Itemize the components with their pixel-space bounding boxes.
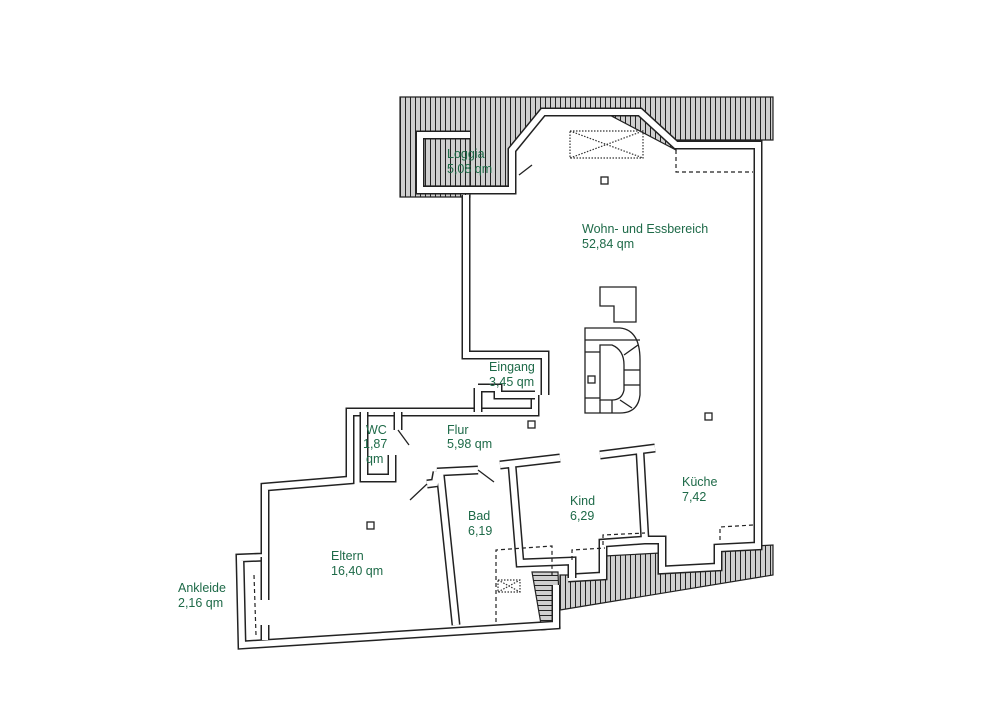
room-area-wc: 1,87 (363, 437, 387, 451)
dashed-outlines (253, 130, 754, 636)
door-swings (397, 164, 533, 501)
room-area-wohn: 52,84 qm (582, 237, 634, 251)
columns (366, 176, 713, 530)
room-label-eingang: Eingang (489, 360, 535, 374)
interior-walls (260, 383, 667, 640)
outer-walls (235, 107, 763, 650)
staircase (584, 286, 641, 414)
room-area-kueche: 7,42 (682, 490, 706, 504)
room-label-kueche: Küche (682, 475, 717, 489)
room-label-wc: WC (366, 423, 387, 437)
room-unit-wc: qm (366, 452, 383, 466)
room-area-loggia: 5,08 qm (447, 162, 492, 176)
room-label-ankleide: Ankleide (178, 581, 226, 595)
room-area-flur: 5,98 qm (447, 437, 492, 451)
room-area-bad: 6,19 (468, 524, 492, 538)
room-label-wohn: Wohn- und Essbereich (582, 222, 708, 236)
room-area-kind: 6,29 (570, 509, 594, 523)
room-label-eltern: Eltern (331, 549, 364, 563)
room-label-kind: Kind (570, 494, 595, 508)
room-label-bad: Bad (468, 509, 490, 523)
room-area-eltern: 16,40 qm (331, 564, 383, 578)
room-area-eingang: 3,45 qm (489, 375, 534, 389)
room-area-ankleide: 2,16 qm (178, 596, 223, 610)
room-label-flur: Flur (447, 423, 469, 437)
room-label-loggia: Loggia (447, 147, 485, 161)
